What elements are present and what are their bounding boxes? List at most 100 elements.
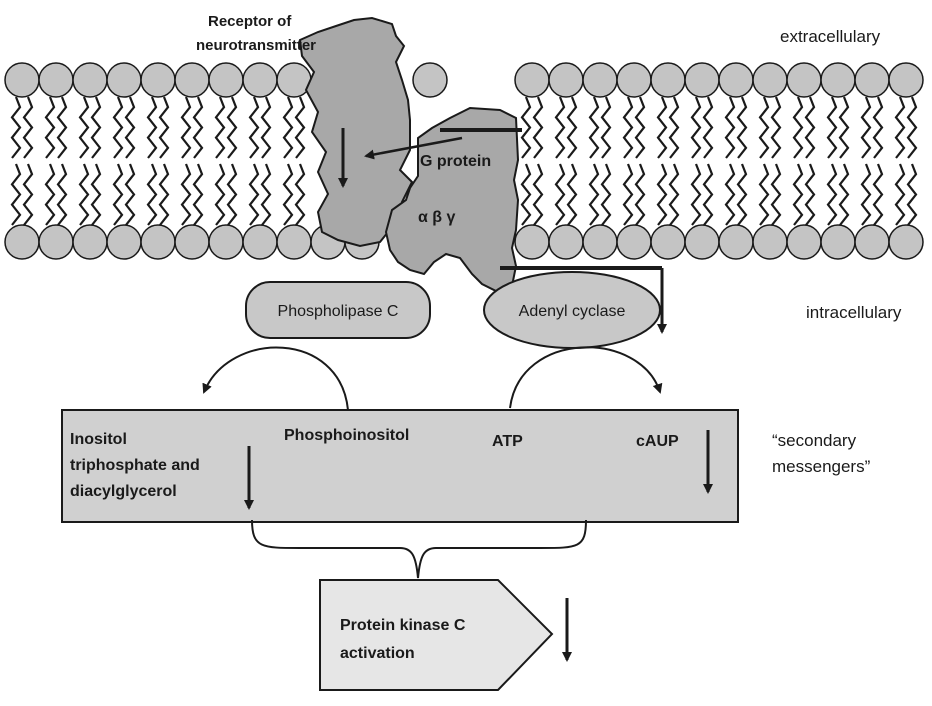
lipid-head [616,224,652,260]
lipid-head [38,224,74,260]
lipid-head [582,224,618,260]
lipid-tail [10,163,22,226]
lipid-head [514,62,550,98]
lipid-tail [622,96,634,159]
lipid-head [242,224,278,260]
lipid-head [820,62,856,98]
atp-label: ATP [492,433,523,450]
lipid-head [786,62,822,98]
g-protein-subunits: α β γ [418,209,455,226]
lipid-tail [532,163,544,226]
lipid-tail [690,163,702,226]
gprotein-to-receptor-arrow [364,136,463,160]
lipid-tail [214,96,226,159]
lipid-tail [702,96,714,159]
lipid-tail [532,96,544,159]
lipid-head [72,224,108,260]
lipid-tail [158,163,170,226]
extracellular-label: extracellulary [780,27,881,46]
lipid-tail [248,163,260,226]
lipid-tail [634,96,646,159]
lipid-tail [10,96,22,159]
lipid-head [786,224,822,260]
lipid-tail [758,96,770,159]
lipid-head [514,224,550,260]
lipid-tail [702,163,714,226]
camp-label: cAUP [636,433,679,450]
lipid-tail [22,96,34,159]
lipid-head [4,62,40,98]
lipid-tail [872,163,884,226]
lipid-tail [770,163,782,226]
lipid-tail [112,163,124,226]
lipid-tail [180,96,192,159]
lipid-tail [656,163,668,226]
lipid-head [650,224,686,260]
inositol-label: Inositol [70,431,127,448]
inositol-label-2: triphosphate and [70,457,200,474]
lipid-tail [736,96,748,159]
lipid-tail [770,96,782,159]
lipid-tail [634,163,646,226]
lipid-tail [690,96,702,159]
lipid-tail [566,163,578,226]
lipid-head [888,62,924,98]
lipid-tail [112,96,124,159]
lipid-tail [158,96,170,159]
lipid-tail [226,163,238,226]
lipid-tail [622,163,634,226]
lipid-head [752,62,788,98]
lipid-tail [792,163,804,226]
lipid-head [820,224,856,260]
lipid-tail [656,96,668,159]
lipid-tail [588,163,600,226]
lipid-tail [146,163,158,226]
lipid-tail [282,96,294,159]
lipid-tail [838,96,850,159]
lipid-tail [804,163,816,226]
lipid-tail [906,163,918,226]
lipid-head [854,62,890,98]
lipid-tail [78,163,90,226]
lipid-tail [668,163,680,226]
lipid-tail [56,163,68,226]
lipid-tail [588,96,600,159]
converging-brace [251,519,587,579]
lipid-tail [554,96,566,159]
lipid-head [752,224,788,260]
lipid-head [548,62,584,98]
lipid-tail [826,96,838,159]
lipid-tail [894,163,906,226]
lipid-tail [248,96,260,159]
receptor-label-2: neurotransmitter [196,37,316,54]
lipid-tail [226,96,238,159]
lipid-head [684,62,720,98]
lipid-tail [192,163,204,226]
lipid-tail [668,96,680,159]
lipid-head [72,62,108,98]
lipid-tail [22,163,34,226]
intracellular-label: intracellulary [806,303,902,322]
lipid-tail [44,96,56,159]
g-protein [384,106,520,294]
phospholipase-c-label: Phospholipase C [278,303,399,320]
lipid-tail [758,163,770,226]
lipid-tail [282,163,294,226]
lipid-heads-outer [4,62,924,98]
lipid-head [684,224,720,260]
lipid-head [106,224,142,260]
lipid-head [140,224,176,260]
phospholipase-curve-arrow [202,346,349,411]
lipid-tail [724,163,736,226]
lipid-head [718,62,754,98]
lipid-tail [214,163,226,226]
adenyl-cyclase-label: Adenyl cyclase [519,303,626,320]
lipid-tail [124,96,136,159]
lipid-tail [90,96,102,159]
lipid-tail [260,163,272,226]
adenyl-curve-arrow [509,346,663,409]
lipid-tail [520,96,532,159]
lipid-tail [146,96,158,159]
lipid-head [616,62,652,98]
